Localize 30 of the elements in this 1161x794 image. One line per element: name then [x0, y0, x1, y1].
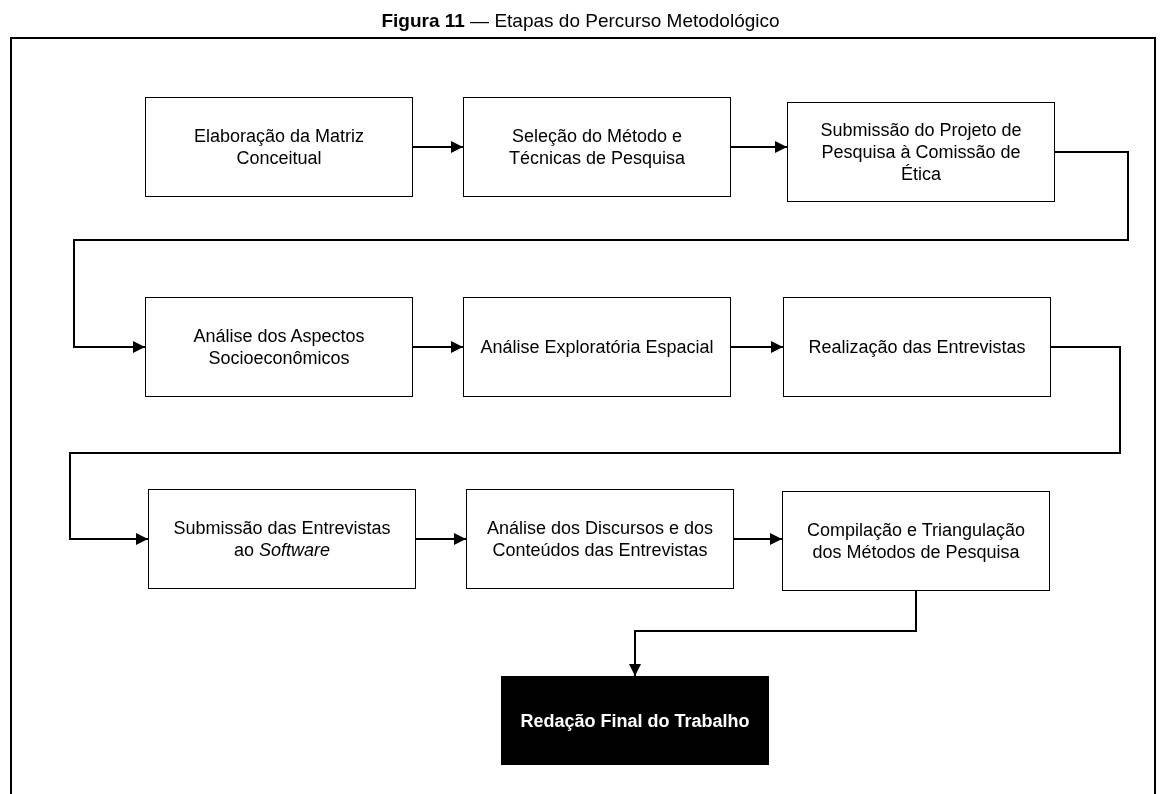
step-label: Redação Final do Trabalho — [520, 709, 750, 732]
arrow — [629, 590, 917, 677]
process-box — [463, 297, 731, 397]
arrow — [73, 151, 1129, 353]
process-box — [145, 97, 413, 197]
process-box — [466, 489, 734, 589]
process-box — [787, 102, 1055, 202]
figure-title: Figura 11 — Etapas do Percurso Metodológico — [381, 10, 780, 32]
arrow — [69, 346, 1121, 545]
step-label: Análise dos Discursos e dos Conteúdos das Entrevistas — [485, 517, 715, 561]
arrow — [730, 141, 788, 153]
step-label: Elaboração da Matriz Conceitual — [192, 125, 366, 169]
final-step-box — [501, 676, 769, 765]
arrow — [415, 533, 467, 545]
step-label: Submissão do Projeto de Pesquisa à Comissão de Ética — [819, 119, 1023, 185]
arrow — [412, 341, 464, 353]
arrow — [730, 341, 784, 353]
step-label: Realização das Entrevistas — [808, 336, 1026, 358]
step-label: Análise dos Aspectos Socioeconômicos — [192, 325, 366, 369]
step-label: Submissão das Entrevistas ao Software — [172, 517, 392, 561]
step-label: Compilação e Triangulação dos Métodos de Pesquisa — [805, 519, 1027, 563]
process-box — [148, 489, 416, 589]
process-box — [145, 297, 413, 397]
process-box — [783, 297, 1051, 397]
arrow — [412, 141, 464, 153]
process-box — [463, 97, 731, 197]
step-label: Seleção do Método e Técnicas de Pesquisa — [507, 125, 687, 169]
arrow — [733, 533, 783, 545]
step-label: Análise Exploratória Espacial — [480, 336, 714, 358]
process-box — [782, 491, 1050, 591]
